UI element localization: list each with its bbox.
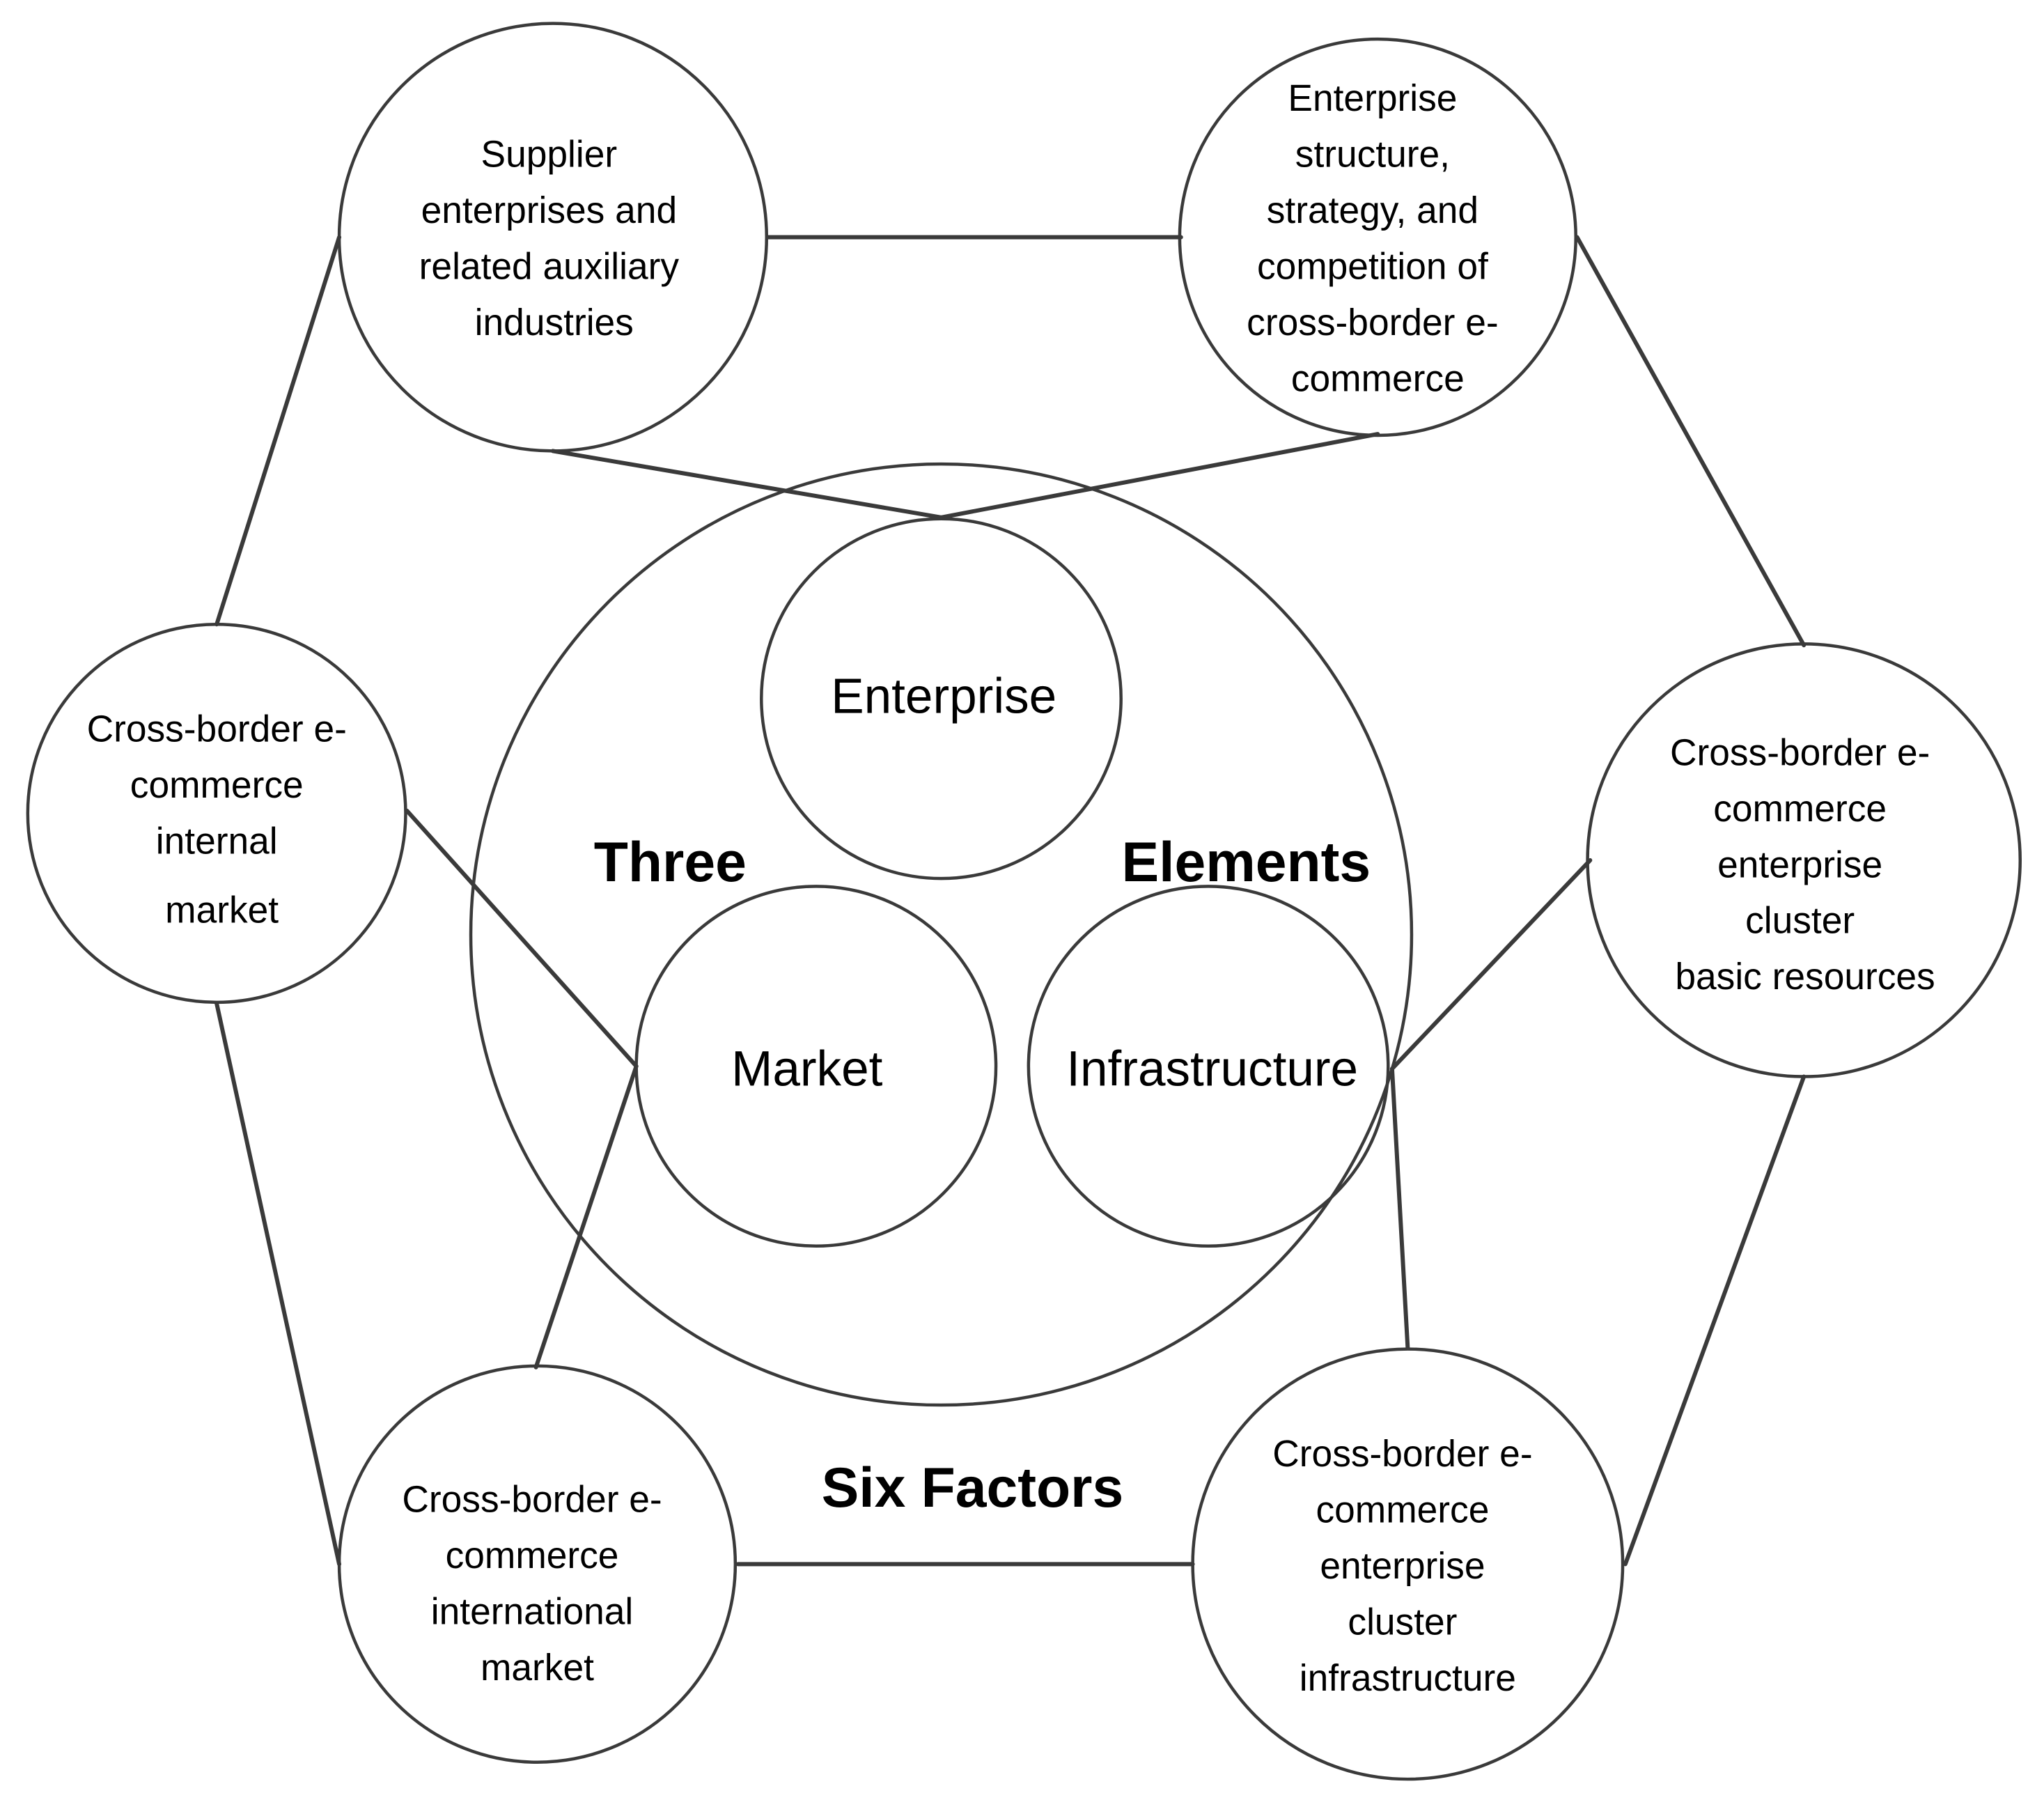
connector-basic-resources-to-cluster-infrastructure [1623, 1074, 1807, 1567]
element-label-enterprise: Enterprise [831, 669, 1056, 724]
connector-cluster-infrastructure-to-infrastructure [1389, 1066, 1410, 1350]
factor-label-line: enterprise [1320, 1546, 1485, 1587]
factor-label-enterprise-structure: Enterprise structure, strategy, and comp… [1247, 78, 1508, 399]
factor-label-line: Enterprise [1288, 78, 1457, 119]
factor-label-line: structure, [1295, 134, 1450, 176]
factor-label-line: related auxiliary [419, 246, 680, 287]
factor-label-line: enterprises and [421, 190, 678, 231]
factor-label-line: Cross-border e- [1272, 1434, 1532, 1475]
element-label-infrastructure: Infrastructure [1066, 1042, 1358, 1097]
connector-enterprise-structure-to-basic-resources [1575, 235, 1807, 648]
element-connections [405, 432, 1593, 1370]
connector-international-market-to-market [533, 1064, 639, 1370]
factor-label-cluster-infrastructure: Cross-border e- commerce enterprise clus… [1272, 1434, 1543, 1699]
factor-label-international-market: Cross-border e- commerce international m… [402, 1479, 672, 1688]
connector-internal-market-to-international-market [214, 1001, 342, 1567]
market-element-circle [634, 885, 998, 1248]
factor-label-line: commerce [130, 765, 304, 806]
cluster-infrastructure-factor-circle [1191, 1347, 1625, 1781]
heading-six-factors: Six Factors [822, 1457, 1124, 1519]
factor-label-line: basic resources [1675, 956, 1935, 998]
three-elements-circle [469, 462, 1414, 1407]
factor-label-line: Cross-border e- [87, 709, 347, 750]
factor-label-line: commerce [1291, 358, 1465, 399]
factor-label-line: Cross-border e- [402, 1479, 662, 1520]
enterprise-structure-factor-circle [1178, 37, 1577, 437]
factor-label-line: infrastructure [1300, 1658, 1516, 1699]
factor-label-line: cluster [1348, 1601, 1457, 1643]
factor-label-line: market [165, 890, 279, 931]
factor-label-line: Supplier [481, 134, 618, 176]
factor-label-line: commerce [1713, 789, 1887, 830]
factor-label-line: Cross-border e- [1670, 732, 1930, 773]
enterprise-element-circle [760, 517, 1123, 880]
infrastructure-element-circle [1027, 885, 1390, 1248]
factor-label-line: competition of [1257, 246, 1488, 287]
connector-enterprise-structure-to-enterprise [939, 432, 1380, 520]
connector-basic-resources-to-infrastructure [1389, 858, 1593, 1071]
factor-label-supplier: Supplier enterprises and related auxilia… [419, 134, 689, 343]
connector-supplier-to-enterprise [550, 449, 944, 520]
factor-label-line: enterprise [1717, 844, 1882, 885]
factor-label-line: industries [475, 302, 634, 343]
factor-label-line: international [431, 1591, 633, 1632]
factor-label-line: strategy, and [1267, 190, 1479, 231]
heading-elements: Elements [1122, 831, 1371, 894]
connector-supplier-to-internal-market [214, 235, 342, 627]
factor-label-line: internal [156, 821, 278, 862]
factor-label-line: cross-border e- [1247, 302, 1498, 343]
factor-label-line: commerce [1316, 1489, 1490, 1530]
internal-market-factor-circle [26, 623, 407, 1004]
element-label-market: Market [731, 1042, 883, 1097]
international-market-factor-circle [337, 1364, 738, 1764]
heading-three: Three [594, 831, 747, 894]
connector-internal-market-to-market [405, 808, 639, 1069]
factor-label-line: market [481, 1647, 594, 1689]
factor-connections [214, 235, 1807, 1567]
factor-label-basic-resources: Cross-border e- commerce enterprise clus… [1670, 732, 1940, 998]
factor-label-line: commerce [446, 1535, 619, 1576]
factor-label-line: cluster [1745, 901, 1855, 942]
supplier-factor-circle [337, 22, 769, 453]
basic-resources-factor-circle [1586, 642, 2022, 1078]
factor-label-internal-market: Cross-border e- commerce internal market [87, 709, 357, 931]
